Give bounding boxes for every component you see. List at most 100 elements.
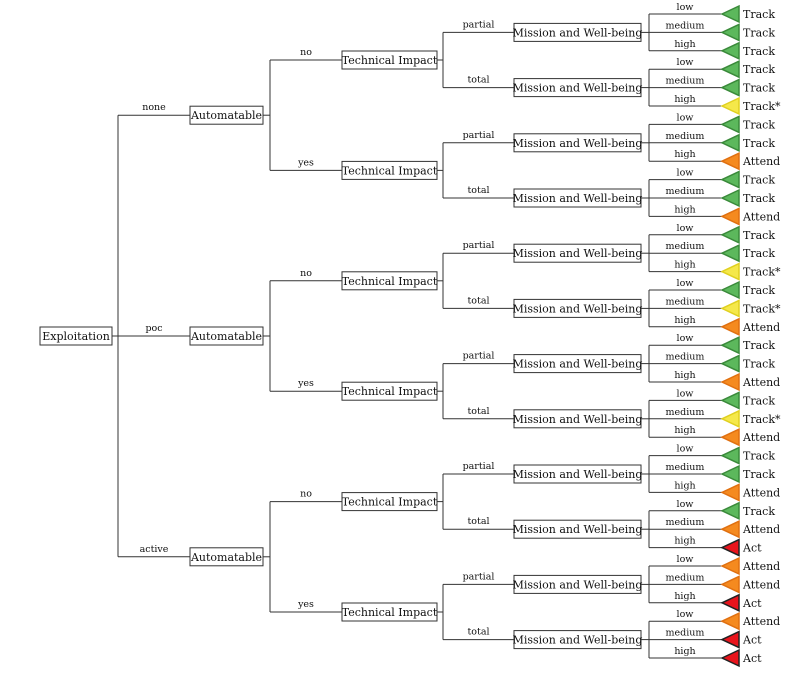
technical-impact-node-label: Technical Impact (342, 385, 438, 398)
edge-label-high: high (674, 536, 695, 547)
edge-label-no: no (300, 47, 312, 58)
outcome-marker-attend (720, 317, 740, 336)
edge-label-high: high (674, 149, 695, 160)
edge-label-medium: medium (666, 76, 705, 87)
outcome-marker-attend (720, 372, 740, 392)
outcome-marker-act (720, 538, 740, 557)
edge-label-medium: medium (666, 462, 705, 473)
edge-label-poc: poc (145, 323, 162, 334)
edge-label-active: active (140, 544, 169, 555)
outcome-marker-act (720, 593, 740, 612)
automatable-node-label: Automatable (190, 330, 262, 343)
outcome-label: Track* (743, 266, 781, 279)
edge-label-total: total (467, 295, 489, 306)
outcome-label: Track (743, 394, 775, 407)
edge-label-medium: medium (666, 296, 705, 307)
outcome-label: Track* (743, 413, 781, 426)
edge-label-high: high (674, 39, 695, 50)
outcome-label: Track (743, 82, 775, 95)
outcome-label: Track (743, 174, 775, 187)
outcome-marker-attend (720, 556, 740, 576)
outcome-label: Attend (742, 376, 780, 389)
mission-wellbeing-node-label: Mission and Well-being (513, 578, 643, 591)
technical-impact-node-label: Technical Impact (342, 164, 438, 177)
edge-label-medium: medium (666, 517, 705, 528)
outcome-marker-track (720, 78, 740, 97)
edge-label-yes: yes (297, 599, 314, 610)
outcome-marker-track (720, 391, 740, 410)
edge-label-medium: medium (666, 131, 705, 142)
outcome-marker-track (720, 133, 740, 152)
outcome-marker-attend (720, 428, 740, 447)
technical-impact-node-label: Technical Impact (342, 54, 438, 67)
outcome-marker-attend (720, 207, 740, 226)
outcome-marker-track (720, 23, 740, 42)
technical-impact-node-label: Technical Impact (342, 496, 438, 509)
outcome-label: Act (742, 634, 762, 647)
outcome-marker-act (720, 648, 740, 668)
outcome-label: Track (743, 118, 775, 131)
edge-label-medium: medium (666, 241, 705, 252)
outcome-marker-attend (720, 483, 740, 502)
edge-label-none: none (142, 102, 166, 113)
edge-label-low: low (677, 499, 694, 510)
outcome-label: Attend (742, 486, 780, 499)
outcome-marker-track (720, 188, 740, 208)
outcome-label: Track (743, 505, 775, 518)
outcome-label: Track (743, 339, 775, 352)
outcome-marker-act (720, 630, 740, 649)
outcome-marker-track-star (720, 299, 740, 318)
edge-label-total: total (467, 627, 489, 638)
outcome-marker-track (720, 336, 740, 355)
outcome-label: Track* (743, 100, 781, 113)
edge-label-low: low (677, 278, 694, 289)
outcome-marker-track (720, 354, 740, 373)
outcome-label: Track (743, 247, 775, 260)
automatable-node-label: Automatable (190, 551, 262, 564)
outcome-label: Attend (742, 431, 780, 444)
edge-label-medium: medium (666, 20, 705, 31)
outcome-marker-track-star (720, 409, 740, 428)
edge-label-medium: medium (666, 186, 705, 197)
edge-label-low: low (677, 168, 694, 179)
outcome-label: Track (743, 63, 775, 76)
mission-wellbeing-node-label: Mission and Well-being (513, 634, 643, 647)
edge-label-low: low (677, 609, 694, 620)
edge-label-high: high (674, 646, 695, 657)
outcome-label: Track (743, 26, 775, 39)
outcome-marker-track (720, 244, 740, 263)
automatable-node-label: Automatable (190, 109, 262, 122)
mission-wellbeing-node-label: Mission and Well-being (513, 26, 643, 39)
edge-label-high: high (674, 204, 695, 215)
mission-wellbeing-node-label: Mission and Well-being (513, 413, 643, 426)
outcome-label: Track (743, 45, 775, 58)
edge-label-yes: yes (297, 157, 314, 168)
outcome-label: Track (743, 192, 775, 205)
edge-label-medium: medium (666, 572, 705, 583)
mission-wellbeing-node-label: Mission and Well-being (513, 358, 643, 371)
mission-wellbeing-node-label: Mission and Well-being (513, 302, 643, 315)
outcome-label: Attend (742, 210, 780, 223)
outcome-label: Attend (742, 578, 780, 591)
edge-label-medium: medium (666, 407, 705, 418)
outcome-marker-track (720, 225, 740, 244)
edge-label-high: high (674, 370, 695, 381)
edge-label-high: high (674, 315, 695, 326)
outcome-marker-track (720, 60, 740, 79)
mission-wellbeing-node-label: Mission and Well-being (513, 523, 643, 536)
edge-label-total: total (467, 75, 489, 86)
outcome-label: Track (743, 137, 775, 150)
outcome-label: Act (742, 597, 762, 610)
mission-wellbeing-node-label: Mission and Well-being (513, 137, 643, 150)
outcome-marker-attend (720, 520, 740, 539)
outcome-marker-track (720, 501, 740, 520)
mission-wellbeing-node-label: Mission and Well-being (513, 192, 643, 205)
outcome-marker-attend (720, 612, 740, 631)
edge-label-medium: medium (666, 628, 705, 639)
mission-wellbeing-node-label: Mission and Well-being (513, 247, 643, 260)
edge-label-total: total (467, 516, 489, 527)
edge-label-partial: partial (463, 461, 495, 472)
mission-wellbeing-node-label: Mission and Well-being (513, 468, 643, 481)
edge-label-partial: partial (463, 240, 495, 251)
